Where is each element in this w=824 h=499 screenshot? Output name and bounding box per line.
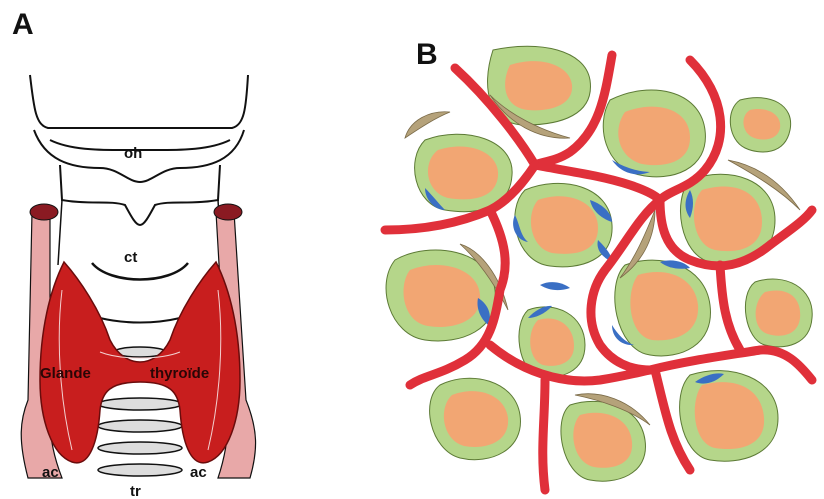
fibroblast [405,112,450,138]
thyroid-cartilage-lower [58,200,222,265]
follicle [515,183,612,266]
label-ct: ct [124,249,137,266]
trachea-ring [98,464,182,476]
trachea-ring [98,420,182,432]
carotid-artery-right-top [214,204,242,220]
capillary [720,265,740,350]
label-tr: tr [130,483,141,499]
label-ac-left: ac [42,464,59,481]
cricoid-arc [92,263,188,280]
follicle-histology [385,46,812,490]
capillary [543,380,545,490]
trachea-ring [98,398,182,410]
hyoid-outline [30,75,248,128]
label-glande: Glande [40,365,91,382]
trachea-ring [98,442,182,454]
label-oh: oh [124,145,142,162]
follicle [615,260,711,356]
follicle [730,98,790,152]
follicle [745,279,812,347]
thyroid-cartilage [60,165,220,225]
follicle [430,378,521,459]
label-ac-right: ac [190,464,207,481]
c-cell [540,282,570,290]
cricoid-line [100,318,180,323]
label-thyroide: thyroïde [150,365,209,382]
carotid-artery-left-top [30,204,58,220]
follicle [680,371,778,462]
